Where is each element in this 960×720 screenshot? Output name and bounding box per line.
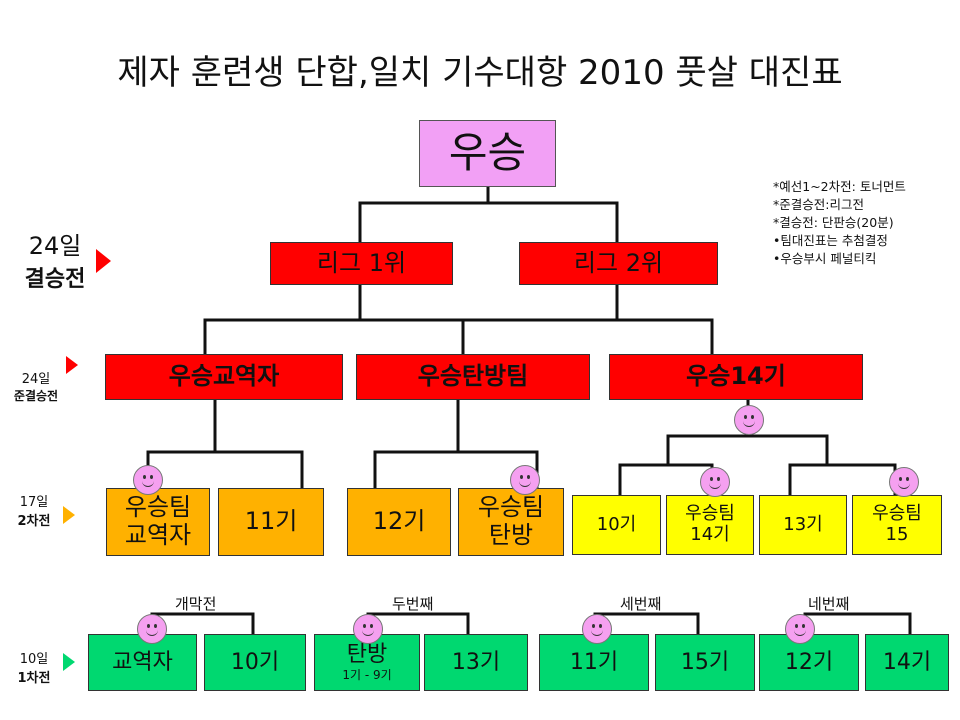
bracket-line <box>748 434 829 465</box>
stage-arrow-icon <box>63 653 75 671</box>
round1-team-name: 14기 <box>882 649 932 675</box>
round1-team-name: 11기 <box>569 649 619 675</box>
round2-team-line2: 14기 <box>690 524 730 545</box>
final-slot-1: 리그 1위 <box>270 242 453 285</box>
stage-name: 2차전 <box>17 514 51 529</box>
round2-team: 13기 <box>759 495 847 555</box>
page-title: 제자 훈련생 단합,일치 기수대항 2010 풋살 대진표 <box>117 53 843 93</box>
round1-team: 15기 <box>655 634 755 691</box>
stage-day: 10일 <box>19 652 49 667</box>
round2-team-line1: 12기 <box>372 507 426 536</box>
final-slot-label: 리그 2위 <box>573 248 664 277</box>
bracket-line <box>215 450 304 488</box>
round2-team: 12기 <box>347 488 451 556</box>
champion-label: 우승 <box>448 128 527 178</box>
winner-smiley-icon <box>353 614 383 644</box>
stage-day: 24일 <box>21 372 51 387</box>
stage-arrow-icon <box>63 506 75 524</box>
round1-team: 10기 <box>204 634 306 691</box>
final-slot-label: 리그 1위 <box>316 248 407 277</box>
bracket-line <box>618 463 714 495</box>
winner-smiley-icon <box>700 467 730 497</box>
match-label: 두번째 <box>392 595 434 613</box>
round1-team-name: 15기 <box>680 649 730 675</box>
bracket-line <box>666 400 750 465</box>
stage-arrow-icon <box>66 356 78 374</box>
stage-day: 24일 <box>28 232 82 260</box>
champion-box: 우승 <box>419 120 556 187</box>
round1-team-name: 12기 <box>784 649 834 675</box>
semifinal-team-2: 우승탄방팀 <box>356 354 590 400</box>
round2-team-line1: 우승팀 <box>477 493 545 522</box>
round2-team-line1: 10기 <box>596 513 637 535</box>
bracket-line <box>203 285 362 354</box>
match-label: 네번째 <box>808 595 850 613</box>
round2-team-line2: 15 <box>885 524 909 545</box>
match-label: 개막전 <box>175 595 217 613</box>
stage-name: 1차전 <box>17 671 51 686</box>
round2-team: 11기 <box>218 488 324 556</box>
stage-label-round1: 10일 1차전 <box>6 648 62 686</box>
bracket-line <box>803 612 912 634</box>
final-slot-2: 리그 2위 <box>519 242 718 285</box>
round1-team-name: 교역자 <box>112 649 173 675</box>
winner-smiley-icon <box>734 405 764 435</box>
round1-team: 13기 <box>424 634 528 691</box>
winner-smiley-icon <box>785 614 815 644</box>
note-line: *결승전: 단판승(20분) <box>773 215 894 230</box>
match-label: 세번째 <box>620 595 662 613</box>
bracket-line <box>788 463 897 495</box>
bracket-line <box>358 187 490 242</box>
round1-team-name: 탄방 <box>346 641 388 667</box>
round1-team: 14기 <box>865 634 949 691</box>
winner-smiley-icon <box>510 465 540 495</box>
rules-notes: *예선1~2차전: 토너먼트 *준결승전:리그전 *결승전: 단판승(20분) … <box>773 178 906 268</box>
round2-team: 우승팀 교역자 <box>106 488 210 556</box>
semifinal-team-label: 우승14기 <box>686 362 786 391</box>
note-line: *준결승전:리그전 <box>773 197 864 212</box>
round1-team-sub: 1기 - 9기 <box>342 668 392 683</box>
round2-team-line1: 우승팀 <box>872 503 922 525</box>
bracket-line <box>488 201 619 242</box>
round2-team-line1: 13기 <box>783 513 823 535</box>
winner-smiley-icon <box>137 614 167 644</box>
round1-team-name: 13기 <box>451 649 501 675</box>
winner-smiley-icon <box>582 614 612 644</box>
semifinal-team-label: 우승탄방팀 <box>417 362 529 391</box>
semifinal-team-1: 우승교역자 <box>105 354 343 400</box>
stage-label-round2: 17일 2차전 <box>6 491 62 529</box>
stage-label-final: 24일 결승전 <box>10 226 100 293</box>
bracket-line <box>366 612 470 634</box>
semifinal-team-3: 우승14기 <box>609 354 863 400</box>
note-line: •우승부시 페널티킥 <box>773 251 877 266</box>
note-line: *예선1~2차전: 토너먼트 <box>773 179 906 194</box>
stage-arrow-icon <box>96 249 111 273</box>
winner-smiley-icon <box>133 465 163 495</box>
round1-team: 교역자 <box>88 634 197 691</box>
round2-team: 우승팀 탄방 <box>458 488 564 556</box>
round2-team-line1: 11기 <box>244 507 298 536</box>
round2-team-line1: 우승팀 <box>124 493 192 522</box>
stage-name: 결승전 <box>24 267 86 292</box>
round1-team-name: 10기 <box>230 649 280 675</box>
bracket-line <box>150 612 255 634</box>
round2-team: 우승팀 14기 <box>666 495 754 555</box>
round1-team: 12기 <box>759 634 859 691</box>
stage-label-semifinal: 24일 준결승전 <box>6 368 66 404</box>
bracket-line <box>360 285 619 322</box>
bracket-line <box>617 318 714 354</box>
round2-team-line1: 우승팀 <box>685 503 735 525</box>
note-line: •팀대진표는 추첨결정 <box>773 233 888 248</box>
stage-day: 17일 <box>19 495 49 510</box>
bracket-line <box>373 400 460 488</box>
round2-team: 10기 <box>572 495 661 555</box>
round1-team: 탄방 1기 - 9기 <box>314 634 420 691</box>
stage-name: 준결승전 <box>13 389 59 403</box>
round2-team-line2: 탄방 <box>488 521 534 549</box>
winner-smiley-icon <box>889 467 919 497</box>
semifinal-team-label: 우승교역자 <box>168 362 280 391</box>
round2-team: 우승팀 15 <box>852 495 942 555</box>
round2-team-line2: 교역자 <box>124 521 192 549</box>
